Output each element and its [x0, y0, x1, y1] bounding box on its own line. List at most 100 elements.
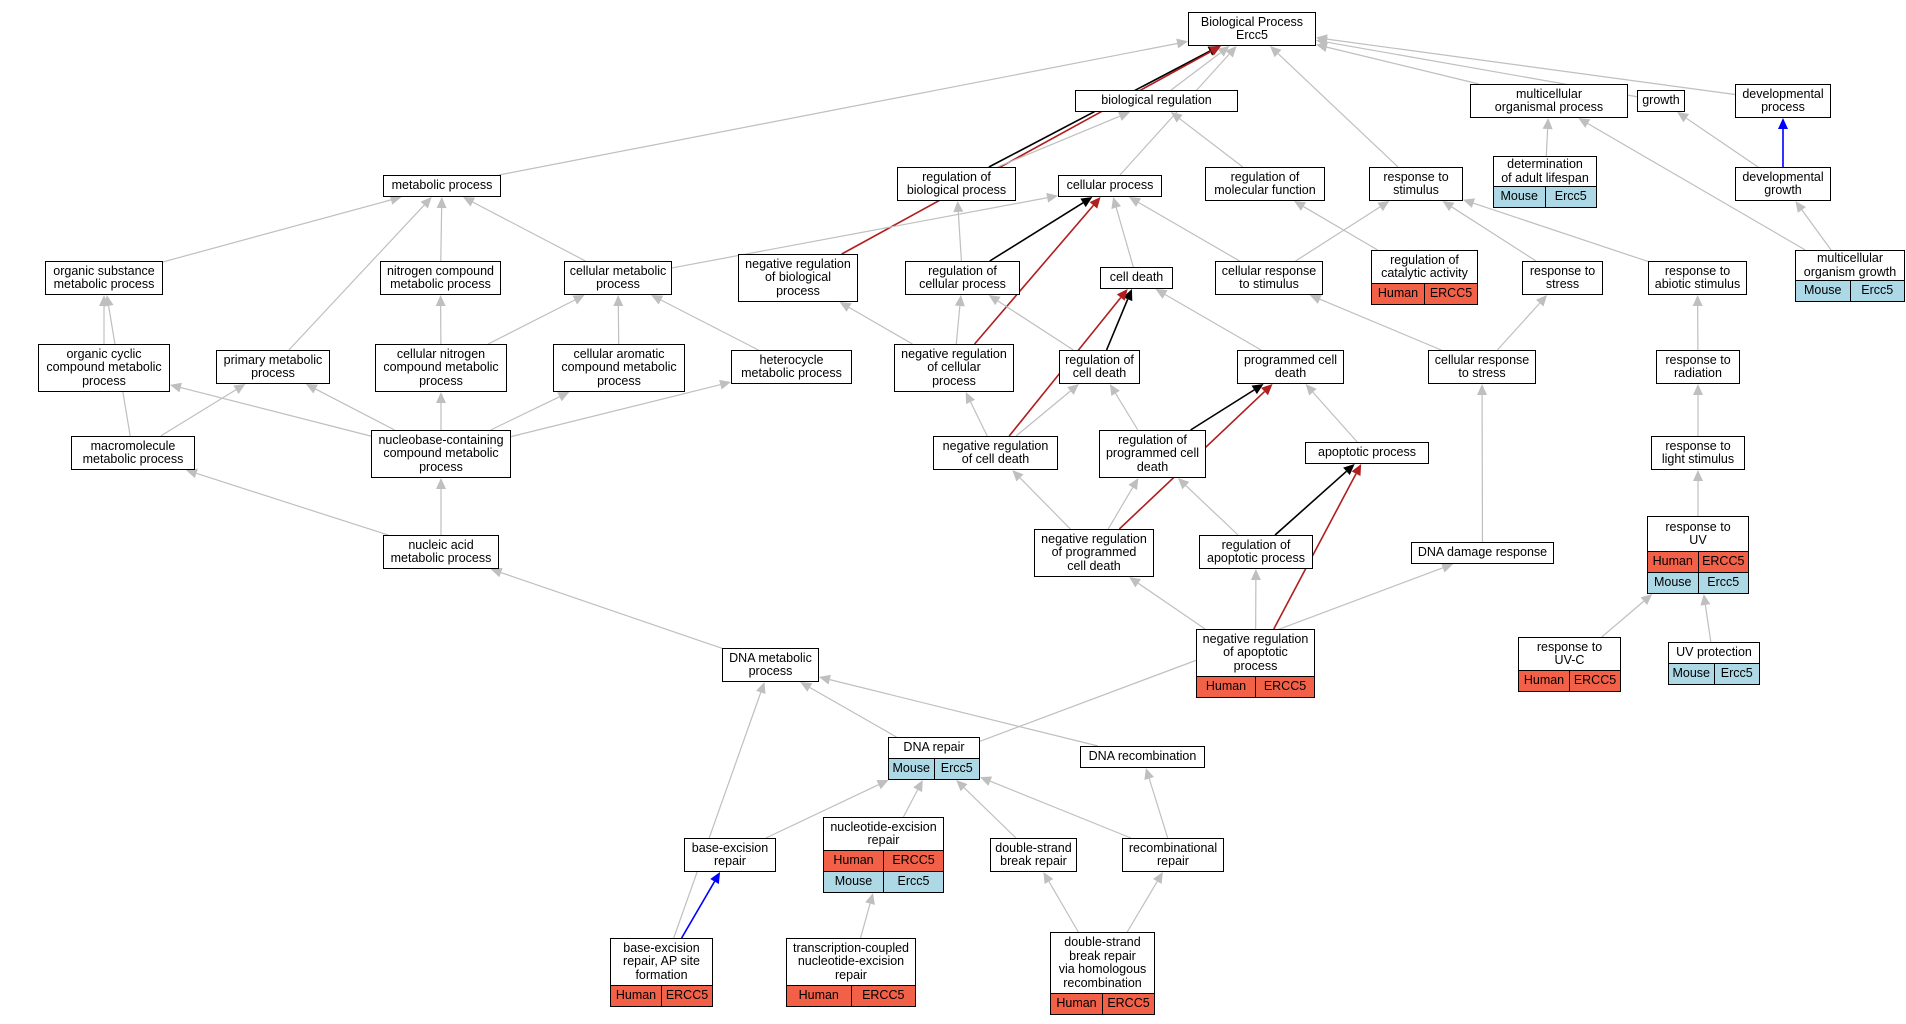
go-term-orgsub[interactable]: organic substance metabolic process [45, 261, 163, 295]
go-term-cellresp[interactable]: cellular response to stimulus [1215, 261, 1323, 295]
edge-dnamet-to-nucacid [500, 572, 723, 649]
arrowhead [865, 893, 875, 905]
go-term-regbio[interactable]: regulation of biological process [897, 167, 1016, 201]
edge-negregcell-to-cellproc [973, 204, 1095, 345]
edge-cellnitro-to-cellmet [487, 299, 576, 345]
go-term-celldeath[interactable]: cell death [1100, 267, 1173, 289]
go-term-negregpcd[interactable]: negative regulation of programmed cell d… [1034, 529, 1154, 577]
go-term-regapop[interactable]: regulation of apoptotic process [1199, 535, 1313, 569]
arrowhead [1693, 470, 1703, 481]
go-term-apop[interactable]: apoptotic process [1305, 442, 1429, 464]
go-term-resprad[interactable]: response to radiation [1656, 350, 1740, 384]
go-term-devproc[interactable]: developmental process [1735, 84, 1831, 118]
go-term-dnamet[interactable]: DNA metabolic process [722, 648, 819, 682]
arrowhead [1692, 295, 1703, 307]
species-cell: Mouse [1672, 666, 1711, 681]
go-term-recombrep[interactable]: recombinational repair [1122, 838, 1224, 872]
term-label: base-excision repair [691, 840, 769, 868]
go-term-regpcd[interactable]: regulation of programmed cell death [1099, 430, 1206, 478]
arrowhead [1109, 384, 1120, 396]
edge-cellresp-to-respstim [1295, 206, 1381, 262]
go-term-cellproc[interactable]: cellular process [1058, 175, 1162, 197]
arrowhead [1177, 478, 1190, 490]
arrowhead [1046, 192, 1058, 203]
gene-cell: ERCC5 [1697, 552, 1749, 572]
arrowhead [980, 776, 993, 786]
go-term-dnadmg[interactable]: DNA damage response [1411, 542, 1554, 564]
go-term-regcell[interactable]: regulation of cellular process [905, 261, 1020, 295]
go-term-bp[interactable]: Biological Process Ercc5 [1188, 12, 1316, 46]
arrowhead [1316, 34, 1328, 45]
edge-regbio-to-bioreg [997, 115, 1121, 168]
term-label: response to stimulus [1383, 169, 1449, 197]
go-term-growth[interactable]: growth [1637, 90, 1685, 112]
go-term-cellnitro[interactable]: cellular nitrogen compound metabolic pro… [375, 344, 507, 392]
go-term-bioreg[interactable]: biological regulation [1075, 90, 1238, 112]
edge-negregcd-to-regcd [1015, 390, 1071, 437]
edge-cellmet-to-cellproc [671, 197, 1048, 269]
term-label: base-excision repair, AP site formation [623, 940, 700, 982]
go-term-dsb[interactable]: double-strand break repair [990, 838, 1077, 872]
go-term-cellmet[interactable]: cellular metabolic process [564, 261, 672, 295]
term-label: metabolic process [391, 178, 493, 193]
edge-dsb-to-dnarep [963, 787, 1017, 839]
go-term-dsbhr[interactable]: double-strand break repair via homologou… [1050, 932, 1155, 1015]
go-term-dnarecomb[interactable]: DNA recombination [1080, 746, 1205, 768]
term-label: response to UV [1665, 519, 1731, 547]
go-term-tcner[interactable]: transcription-coupled nucleotide-excisio… [786, 938, 916, 1007]
term-label: regulation of cellular process [919, 263, 1006, 291]
gene-cell: Ercc5 [933, 759, 980, 779]
go-term-nucleo[interactable]: nucleobase-containing compound metabolic… [371, 430, 511, 478]
go-term-resplight[interactable]: response to light stimulus [1651, 436, 1745, 470]
go-term-negregcell[interactable]: negative regulation of cellular process [894, 344, 1014, 392]
edge-berap-to-dnamet [673, 692, 762, 939]
go-term-respabio[interactable]: response to abiotic stimulus [1648, 261, 1747, 295]
go-term-negregcd[interactable]: negative regulation of cell death [933, 436, 1058, 470]
go-term-pcd[interactable]: programmed cell death [1237, 350, 1344, 384]
go-term-respstress[interactable]: response to stress [1522, 261, 1603, 295]
go-term-orgcyc[interactable]: organic cyclic compound metabolic proces… [38, 344, 170, 392]
go-term-nucacid[interactable]: nucleic acid metabolic process [383, 535, 499, 569]
gene-cell: ERCC5 [1255, 677, 1314, 697]
go-term-regcd[interactable]: regulation of cell death [1059, 350, 1140, 384]
arrowhead [1442, 201, 1455, 212]
go-term-primary[interactable]: primary metabolic process [216, 350, 330, 384]
arrowhead [1700, 594, 1711, 606]
edge-regcd-to-celldeath [1105, 298, 1129, 351]
go-term-ber[interactable]: base-excision repair [684, 838, 776, 872]
edge-respstress-to-respstim [1451, 206, 1537, 262]
go-term-negregapop[interactable]: negative regulation of apoptotic process… [1196, 629, 1315, 698]
go-term-negregbio[interactable]: negative regulation of biological proces… [738, 254, 858, 302]
go-term-nitro[interactable]: nitrogen compound metabolic process [380, 261, 501, 295]
edge-devproc-to-bp [1326, 38, 1736, 96]
edge-orgsub-to-metab [162, 199, 392, 263]
go-term-multiorg[interactable]: multicellular organismal process [1470, 84, 1628, 118]
term-label: negative regulation of cell death [942, 438, 1049, 466]
arrowhead [1089, 197, 1101, 209]
arrowhead [1217, 46, 1230, 57]
arrowhead [1261, 384, 1273, 396]
term-label: UV protection [1676, 645, 1752, 660]
gene-cell: ERCC5 [883, 851, 943, 871]
go-term-cellrespstress[interactable]: cellular response to stress [1428, 350, 1536, 384]
go-term-macro[interactable]: macromolecule metabolic process [71, 436, 195, 470]
go-term-metab[interactable]: metabolic process [383, 175, 501, 197]
go-term-cellarom[interactable]: cellular aromatic compound metabolic pro… [553, 344, 685, 392]
edge-bioreg-to-bp [1170, 52, 1222, 91]
arrowhead [1536, 295, 1548, 307]
go-term-devgrowth[interactable]: developmental growth [1735, 167, 1831, 201]
go-term-hetero[interactable]: heterocycle metabolic process [731, 350, 852, 384]
go-term-respstim[interactable]: response to stimulus [1369, 167, 1463, 201]
go-term-regmol[interactable]: regulation of molecular function [1205, 167, 1325, 201]
term-label: multicellular organism growth [1803, 251, 1897, 279]
